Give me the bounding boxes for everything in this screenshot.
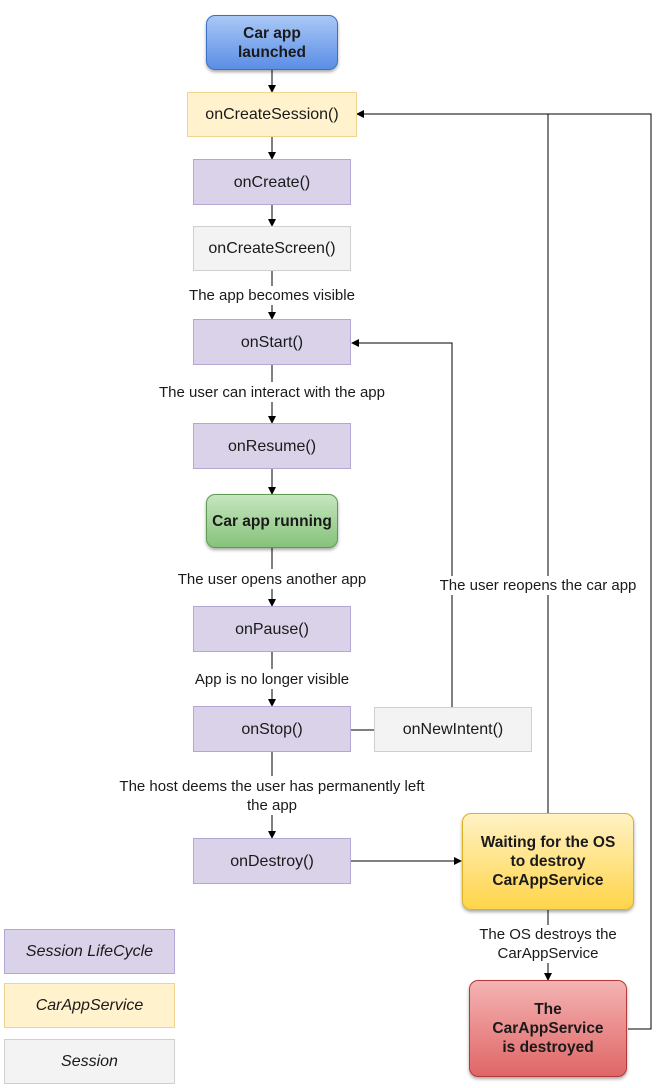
- label-user-can-interact: The user can interact with the app: [142, 383, 402, 402]
- edge-destroyed-to-createsession: [548, 113, 652, 1030]
- label-os-destroys: The OS destroys the CarAppService: [470, 925, 626, 963]
- on-destroy-node: onDestroy(): [193, 838, 351, 884]
- on-stop-node: onStop(): [193, 706, 351, 752]
- on-resume-node: onResume(): [193, 423, 351, 469]
- waiting-for-os-node: Waiting for the OS to destroy CarAppServ…: [462, 813, 634, 910]
- label-user-opens-another: The user opens another app: [162, 570, 382, 589]
- label-host-deems-left: The host deems the user has permanently …: [117, 777, 427, 815]
- legend-session-lifecycle: Session LifeCycle: [4, 929, 175, 974]
- on-start-node: onStart(): [193, 319, 351, 365]
- car-app-launched-node: Car app launched: [206, 15, 338, 70]
- on-pause-node: onPause(): [193, 606, 351, 652]
- legend-session: Session: [4, 1039, 175, 1084]
- legend-car-app-service: CarAppService: [4, 983, 175, 1028]
- on-new-intent-node: onNewIntent(): [374, 707, 532, 752]
- car-app-running-node: Car app running: [206, 494, 338, 548]
- on-create-screen-node: onCreateScreen(): [193, 226, 351, 271]
- label-no-longer-visible: App is no longer visible: [177, 670, 367, 689]
- label-app-visible: The app becomes visible: [172, 286, 372, 305]
- label-user-reopens: The user reopens the car app: [429, 576, 647, 595]
- on-create-node: onCreate(): [193, 159, 351, 205]
- service-destroyed-node: The CarAppService is destroyed: [469, 980, 627, 1077]
- on-create-session-node: onCreateSession(): [187, 92, 357, 137]
